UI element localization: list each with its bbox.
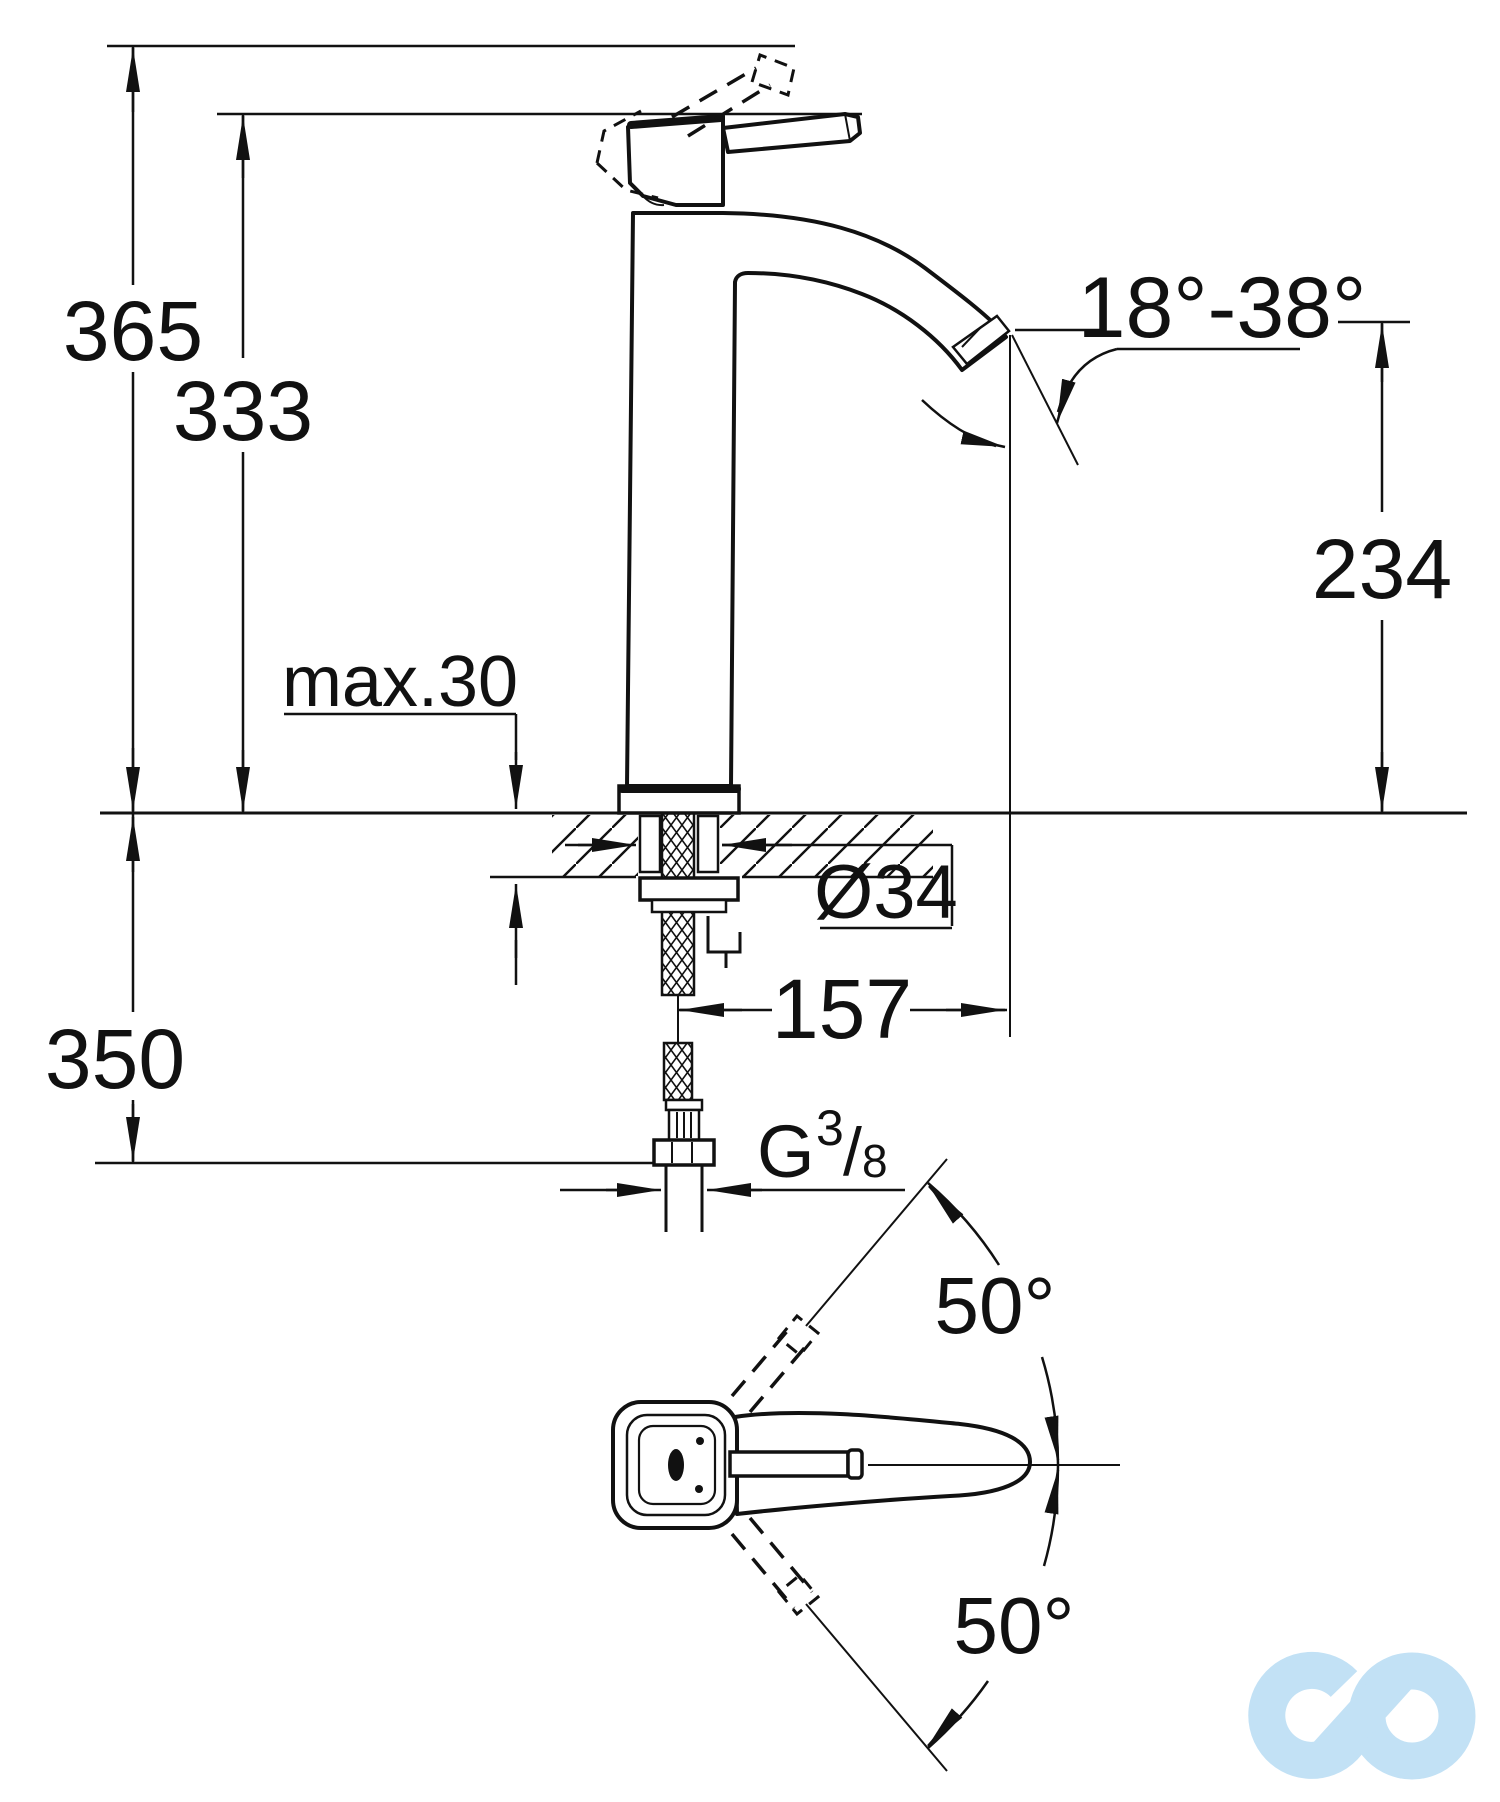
- label-thread-num: 3: [816, 1100, 844, 1156]
- label-thread-slash: /: [843, 1114, 862, 1190]
- arrow-swivel-upper-end: [1044, 1415, 1060, 1461]
- label-157: 157: [772, 962, 912, 1056]
- lever-up-cap-dashed: [776, 1313, 821, 1358]
- handle-body: [626, 114, 725, 207]
- handle-lever-raised-dashed: [671, 66, 771, 138]
- logo-bridge: [1312, 1661, 1414, 1769]
- handle-lever: [721, 112, 862, 154]
- arrow-angle-right: [1055, 378, 1076, 424]
- counter-hatch-left: [552, 815, 638, 876]
- mount-sleeve-right: [696, 814, 720, 874]
- handle-body-raised-dashed: [595, 109, 659, 200]
- label-angle-range: 18°-38°: [1078, 260, 1367, 356]
- label-thread-den: 8: [862, 1135, 888, 1187]
- faucet-body-and-spout: [625, 211, 1008, 788]
- connection-pipe: [664, 1165, 704, 1232]
- lever-stick-cap: [846, 1448, 864, 1480]
- braided-hose: [662, 1041, 694, 1102]
- label-max30: max.30: [282, 642, 518, 722]
- label-thread-g: G: [757, 1110, 815, 1193]
- arrow-swivel-lower-end: [927, 1708, 963, 1747]
- lever-raised-cap-dashed: [750, 53, 796, 97]
- lever-end-cap: [844, 113, 851, 142]
- lock-nut-step: [650, 898, 728, 914]
- head-brand-mark: [668, 1449, 684, 1481]
- angle-arc-right: [1056, 347, 1118, 413]
- hose-collar: [664, 1098, 704, 1112]
- label-dia34: Ø34: [814, 850, 958, 935]
- handle-pivot-arc: [642, 195, 665, 207]
- arrow-swivel-lower-start: [1044, 1469, 1060, 1515]
- handle-top-view: [611, 1158, 1120, 1772]
- counter-hatch-right: [720, 815, 933, 876]
- lever-stick-top-view: [728, 1450, 850, 1478]
- label-234: 234: [1312, 522, 1452, 616]
- aerator-step: [961, 326, 982, 348]
- label-333: 333: [173, 364, 313, 458]
- connection-nut: [652, 1138, 716, 1167]
- lever-up-axis-line: [805, 1158, 948, 1327]
- counter-section: [490, 815, 933, 879]
- spray-direction-line: [1011, 334, 1079, 466]
- handle-top-edge: [627, 114, 725, 129]
- lever-down-axis-line: [805, 1603, 948, 1772]
- popup-rod-hook: [706, 916, 742, 968]
- watermark-logo: [1248, 1652, 1476, 1780]
- label-350: 350: [45, 1012, 185, 1106]
- head-dot-bottom: [695, 1485, 703, 1493]
- lever-down-dashed: [730, 1516, 814, 1610]
- mounting-hardware: [638, 811, 742, 1232]
- handle-paddle-outline: [733, 1410, 1032, 1516]
- ferrule-ribs: [676, 1112, 692, 1138]
- head-dot-top: [696, 1437, 704, 1445]
- label-swivel-upper: 50°: [935, 1261, 1056, 1350]
- dimension-labels: 365 333 max.30 350 Ø34 157 234 18°-38° G…: [45, 260, 1452, 1670]
- faucet-side-view: [595, 53, 1011, 815]
- lock-nut: [638, 876, 740, 902]
- angle-arc-left: [921, 399, 997, 448]
- label-365: 365: [63, 284, 203, 378]
- arrow-angle-left: [960, 430, 1006, 449]
- dimension-lines-side-view: [95, 44, 1467, 1197]
- lever-up-dashed: [730, 1321, 814, 1414]
- arrow-swivel-upper-start: [928, 1185, 964, 1224]
- nut-facets: [671, 1142, 693, 1163]
- lever-down-cap-dashed: [776, 1572, 821, 1617]
- label-swivel-lower: 50°: [954, 1581, 1075, 1670]
- aerator: [951, 314, 1011, 366]
- mount-sleeve-left: [638, 814, 662, 874]
